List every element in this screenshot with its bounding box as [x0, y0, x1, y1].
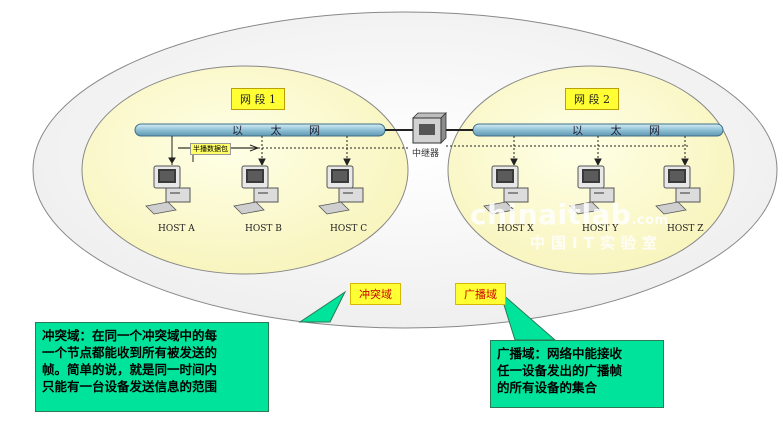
repeater-label: 中继器 [412, 149, 440, 159]
host-b-label: HOST B [245, 224, 282, 234]
collision-domain-label: 冲突域 [350, 283, 401, 305]
collision-callout-line-2: 一个节点都能收到所有被发送的 [42, 345, 218, 360]
broadcast-callout-line-3: 的所有设备的集合 [497, 380, 598, 395]
watermark-subtitle: 中国IT实验室 [530, 234, 663, 252]
broadcast-callout-line-2: 任一设备发出的广播帧 [497, 363, 623, 378]
segment-2-label: 网 段 2 [565, 88, 619, 110]
ethernet-right-label: 以 太 网 [572, 124, 672, 137]
collision-domain-callout: 冲突域：在同一个冲突域中的每 一个节点都能收到所有被发送的 帧。简单的说，就是同… [35, 322, 269, 412]
broadcast-domain-callout: 广播域：网络中能接收 任一设备发出的广播帧 的所有设备的集合 [490, 340, 664, 408]
segment-1-label: 网 段 1 [231, 88, 285, 110]
host-a-label: HOST A [158, 224, 195, 234]
collision-callout-line-4: 只能有一台设备发送信息的范围 [42, 379, 218, 394]
data-packet-tag: 半播数据包 [190, 143, 231, 155]
collision-callout-line-3: 帧。简单的说，就是同一时间内 [42, 362, 218, 377]
ethernet-left-label: 以 太 网 [232, 124, 332, 137]
host-x-label: HOST X [497, 224, 534, 234]
broadcast-callout-line-1: 广播域：网络中能接收 [497, 346, 623, 361]
collision-callout-line-1: 冲突域：在同一个冲突域中的每 [42, 328, 218, 343]
collision-callout-pointer [298, 290, 347, 323]
host-z-label: HOST Z [667, 224, 704, 234]
watermark-brand: chinaitlab.com [470, 198, 669, 231]
host-c-label: HOST C [330, 224, 368, 234]
broadcast-domain-label: 广播域 [455, 283, 506, 305]
repeater-icon [412, 112, 447, 144]
host-y-label: HOST Y [582, 224, 619, 234]
